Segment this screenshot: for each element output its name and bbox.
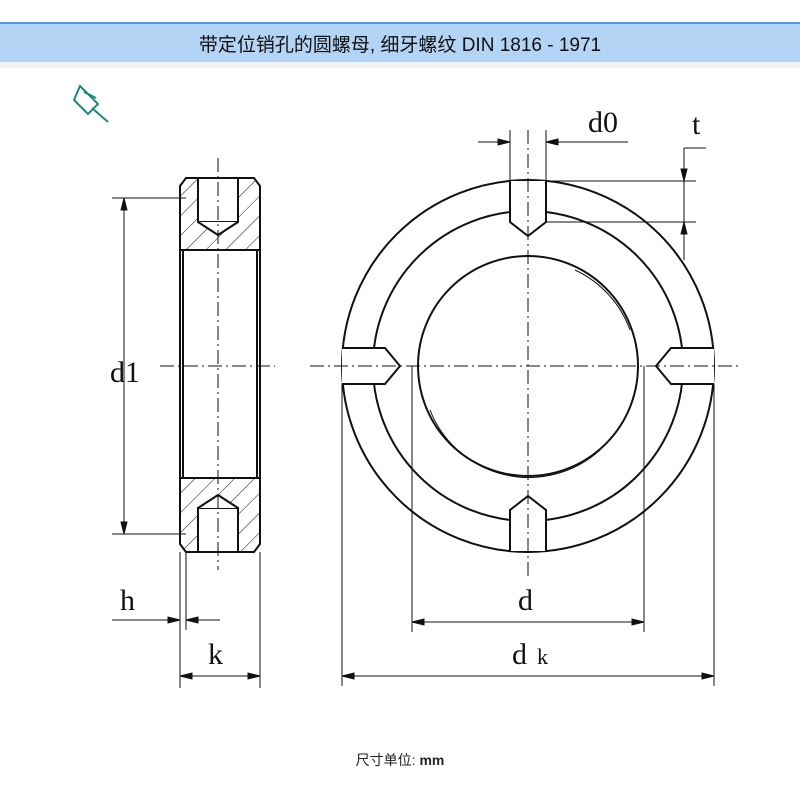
front-view <box>310 130 740 686</box>
unit-value: mm <box>419 752 445 768</box>
label-d0: d0 <box>588 106 618 139</box>
label-k: k <box>208 638 223 671</box>
unit-note: 尺寸单位: mm <box>0 750 800 770</box>
label-t: t <box>692 108 701 141</box>
unit-label: 尺寸单位: <box>355 752 416 768</box>
label-h: h <box>120 584 135 617</box>
page-title: 带定位销孔的圆螺母, 细牙螺纹 DIN 1816 - 1971 <box>198 34 602 56</box>
header-divider <box>0 62 800 68</box>
page-title-bar: 带定位销孔的圆螺母, 细牙螺纹 DIN 1816 - 1971 <box>0 22 800 62</box>
label-d: d <box>518 584 533 617</box>
side-view <box>112 158 275 688</box>
pushpin-icon[interactable] <box>72 84 109 123</box>
label-d1: d1 <box>110 356 140 389</box>
